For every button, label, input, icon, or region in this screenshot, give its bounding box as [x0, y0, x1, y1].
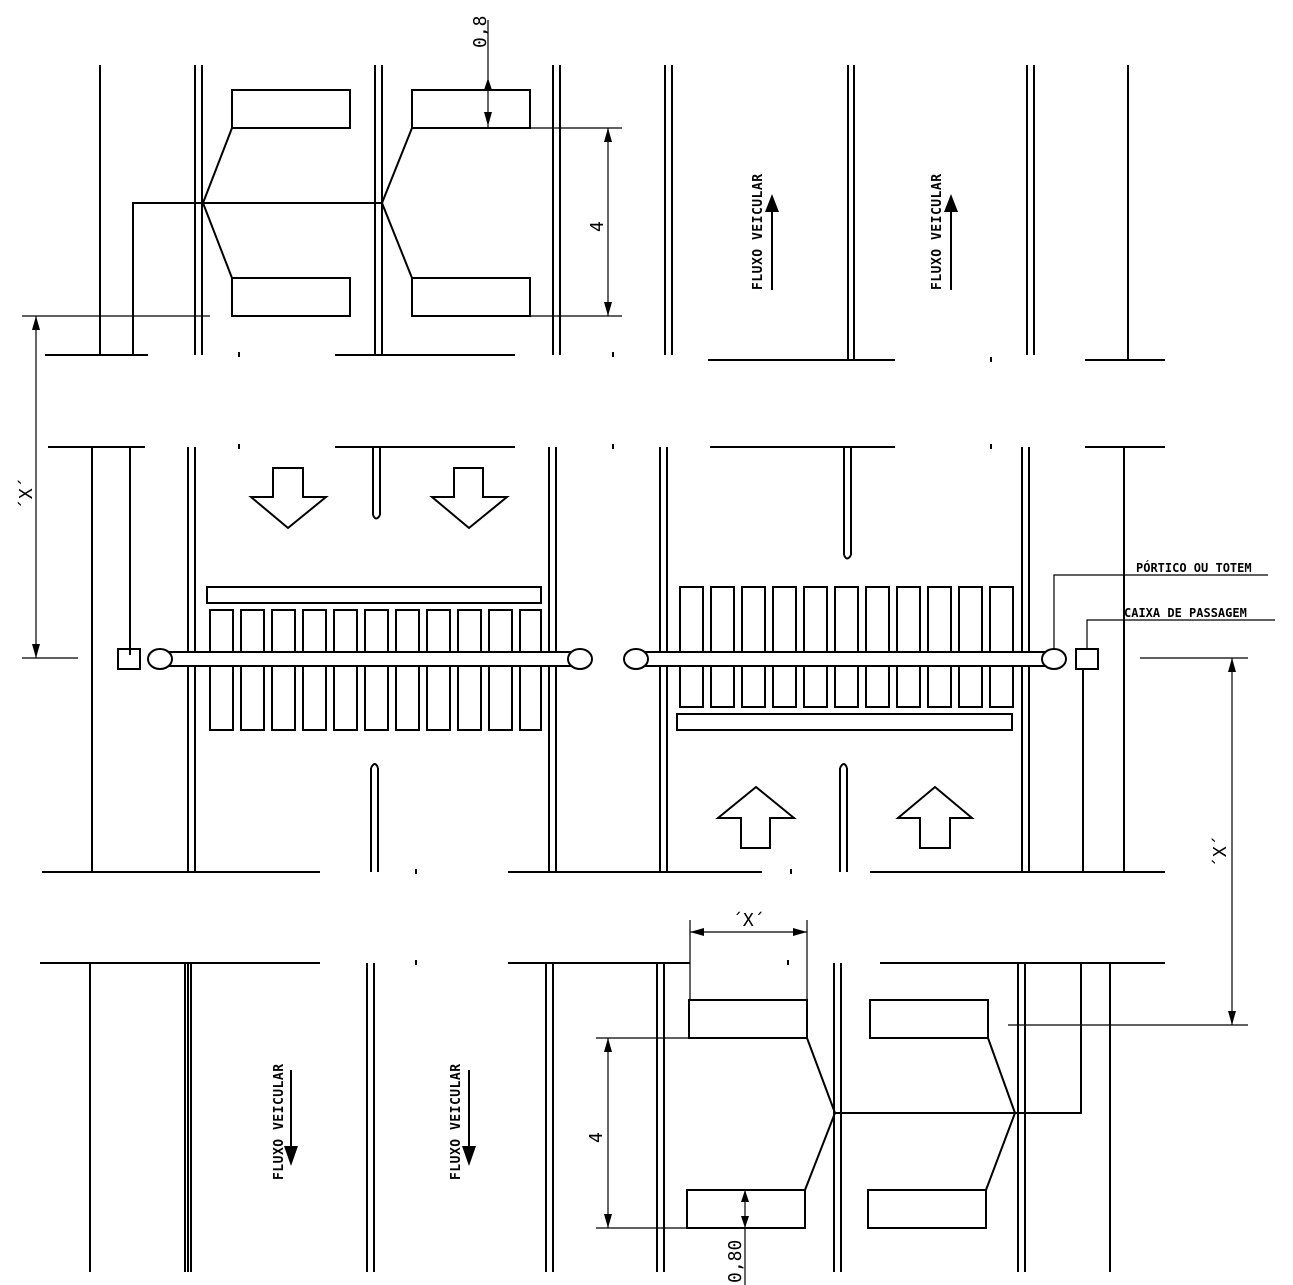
sensor-loop: [411, 277, 531, 317]
dim-x-bottom: ´X´: [732, 910, 765, 931]
lane-stripes-left: [209, 609, 542, 731]
callout-portico: PÓRTICO OU TOTEM: [1136, 560, 1252, 575]
sensor-loop: [869, 999, 989, 1039]
dim-gap-bottom: 0,80: [725, 1240, 746, 1283]
top-road-section: FLUXO VEICULAR FLUXO VEICULAR 0,8 4: [45, 15, 1165, 362]
direction-up-arrow-icon: [715, 785, 797, 849]
gantry-post: [147, 648, 173, 670]
callout-leader: [1086, 619, 1275, 649]
dim-arrow-icon: [604, 1214, 612, 1228]
flow-label-text: FLUXO VEICULAR: [930, 173, 945, 290]
dim-arrow-icon: [484, 112, 492, 126]
dim-arrow-icon: [604, 1038, 612, 1052]
dim-arrow-icon: [484, 78, 492, 90]
direction-up-arrow-icon: [895, 785, 975, 849]
lane-stripes-right: [679, 586, 1014, 708]
sensor-loop: [867, 1189, 987, 1229]
loop-connector: [380, 127, 413, 279]
dash-mark: [238, 352, 240, 357]
dash-mark: [415, 960, 417, 965]
direction-down-arrow-icon: [429, 467, 510, 530]
dash-mark: [415, 869, 417, 874]
junction-box: [117, 648, 141, 670]
dim-x-left: ´X´: [16, 477, 37, 510]
flow-label-text: FLUXO VEICULAR: [751, 173, 766, 290]
flow-arrow-up-icon: [944, 194, 958, 212]
junction-box: [1075, 648, 1099, 670]
lane-end: [839, 763, 848, 769]
flow-label-text: FLUXO VEICULAR: [272, 1063, 287, 1180]
loop-cable: [835, 963, 1082, 1114]
dim-x-right: ´X´: [1210, 835, 1231, 868]
sensor-loop: [686, 1189, 806, 1229]
dim-arrow-icon: [32, 644, 40, 658]
plaza-bar: [676, 713, 1013, 731]
dim-arrow-icon: [741, 1190, 749, 1202]
dim-arrow-icon: [741, 1216, 749, 1228]
flow-label-top-1: FLUXO VEICULAR: [751, 173, 766, 290]
flow-arrow-down-icon: [462, 1146, 476, 1166]
flow-arrow-down-icon: [284, 1146, 298, 1166]
dim-arrow-icon: [604, 302, 612, 316]
dim-length-bottom: 4: [586, 1132, 607, 1143]
dim-arrow-icon: [32, 316, 40, 330]
callout-caixa: CAIXA DE PASSAGEM: [1124, 606, 1247, 620]
plaza-bar: [206, 586, 542, 604]
gantry-post: [623, 648, 649, 670]
flow-label-top-2: FLUXO VEICULAR: [930, 173, 945, 290]
dim-gap-top: 0,8: [470, 15, 491, 48]
gantry-post: [1041, 648, 1067, 670]
lane-end: [843, 554, 852, 560]
dim-arrow-icon: [1228, 658, 1236, 672]
gantry-beam: [159, 651, 583, 667]
sensor-loop: [688, 999, 808, 1039]
flow-arrow-up-icon: [765, 194, 779, 212]
dim-arrow-icon: [604, 128, 612, 142]
sensor-loop: [231, 89, 351, 129]
dim-length-top: 4: [587, 221, 608, 232]
dash-mark: [990, 444, 992, 449]
bottom-road-section: ´X´ 4 0,80 FLUXO VEICULAR FLUXO VEICULAR: [40, 910, 1165, 1285]
dim-arrow-icon: [793, 928, 807, 936]
dash-mark: [612, 352, 614, 357]
lane-end: [370, 763, 379, 769]
dim-arrow-icon: [1228, 1011, 1236, 1025]
dash-mark: [990, 357, 992, 362]
dim-arrow-icon: [690, 928, 704, 936]
lane-end: [372, 514, 381, 520]
loop-connector: [804, 1037, 837, 1191]
sensor-loop: [231, 277, 351, 317]
dash-mark: [612, 444, 614, 449]
gantry-beam: [635, 651, 1055, 667]
direction-down-arrow-icon: [248, 467, 329, 530]
gantry-post: [567, 648, 593, 670]
callout-leader: [1053, 574, 1268, 650]
sensor-loop: [411, 89, 531, 129]
plaza-section: PÓRTICO OU TOTEM CAIXA DE PASSAGEM ´X´ ´…: [16, 315, 1275, 1026]
dash-mark: [790, 869, 792, 874]
loop-cable: [132, 202, 382, 355]
dash-mark: [787, 960, 789, 965]
flow-label-text: FLUXO VEICULAR: [449, 1063, 464, 1180]
flow-label-bottom-1: FLUXO VEICULAR: [272, 1063, 287, 1180]
flow-label-bottom-2: FLUXO VEICULAR: [449, 1063, 464, 1180]
dash-mark: [238, 444, 240, 449]
